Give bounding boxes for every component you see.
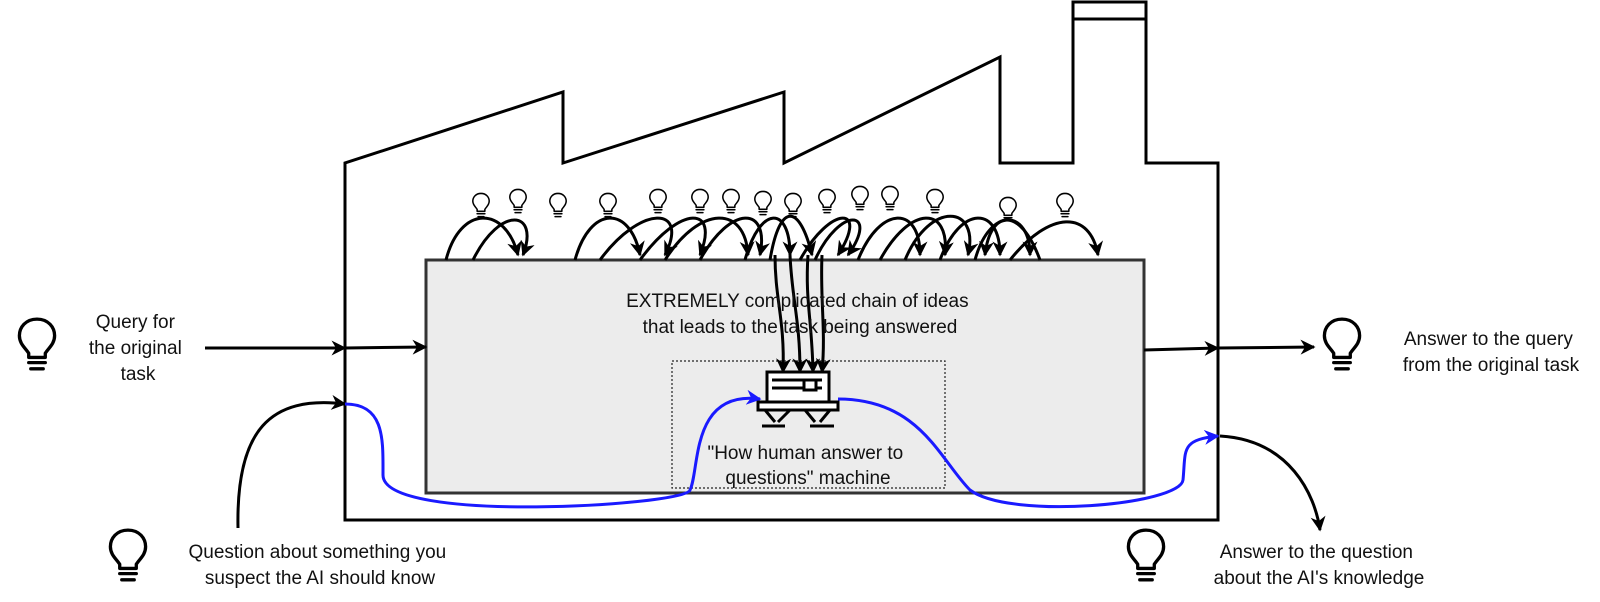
svg-text:Answer to the question abo: Answer to the question about the AI's kn… <box>1214 542 1425 589</box>
lightbulb-icon <box>784 192 802 218</box>
lightbulb-icon <box>818 188 836 214</box>
lightbulb-icon <box>599 192 617 218</box>
lightbulb-icon <box>17 317 57 371</box>
question-label-line2: suspect the AI should know <box>205 568 436 589</box>
lightbulb-icon <box>999 196 1017 222</box>
lightbulb-icon <box>926 188 944 214</box>
small-bulbs <box>472 185 1074 222</box>
query-arrows <box>205 339 1316 356</box>
question-label-line1: Question about something you <box>188 542 446 563</box>
lightbulb-icon <box>851 185 869 211</box>
machine-label-line1: "How human answer to <box>707 443 903 464</box>
idea-arcs <box>444 214 1104 261</box>
lightbulb-icon <box>881 185 899 211</box>
lightbulb-icon <box>549 192 567 218</box>
lightbulb-icon <box>108 528 148 582</box>
lightbulb-icon <box>649 188 667 214</box>
chain-text-line2: that leads to the task being answered <box>643 317 958 338</box>
query-label-line2: the original <box>89 338 182 359</box>
lightbulb-icon <box>691 188 709 214</box>
lightbulb-icon <box>472 192 490 218</box>
answer-question-line2: about the AI's knowledge <box>1214 568 1425 589</box>
svg-text:Question about something you: Question about something you suspect the… <box>188 542 451 589</box>
answer-question-line1: Answer to the question <box>1220 542 1413 563</box>
answer-query-line2: from the original task <box>1403 355 1580 376</box>
svg-text:Answer to the query from t: Answer to the query from the original ta… <box>1403 329 1580 376</box>
answer-query-line1: Answer to the query <box>1404 329 1573 350</box>
svg-text:"How human answer to quest: "How human answer to questions" machine <box>707 443 908 489</box>
blue-path <box>344 389 1220 509</box>
svg-text:Query for the original: Query for the original task <box>89 312 187 385</box>
query-label-line3: task <box>121 364 156 385</box>
question-in-arrow <box>236 394 347 529</box>
factory-outline <box>343 0 1220 522</box>
lightbulb-icon <box>509 188 527 214</box>
machine-icon <box>756 370 840 428</box>
lightbulb-icon <box>754 190 772 216</box>
lightbulb-icon <box>1126 528 1166 582</box>
query-label-line1: Query for <box>96 312 176 333</box>
lightbulb-icon <box>1322 317 1362 371</box>
idea-to-machine-lines <box>773 254 831 374</box>
answer-out-arrow <box>1219 434 1326 532</box>
svg-text:EXTREMELY complicated chain of: EXTREMELY complicated chain of ideas tha… <box>626 291 974 338</box>
machine-label-line2: questions" machine <box>725 468 890 489</box>
lightbulb-icon <box>722 188 740 214</box>
lightbulb-icon <box>1056 192 1074 218</box>
chain-text-line1: EXTREMELY complicated chain of ideas <box>626 291 969 312</box>
